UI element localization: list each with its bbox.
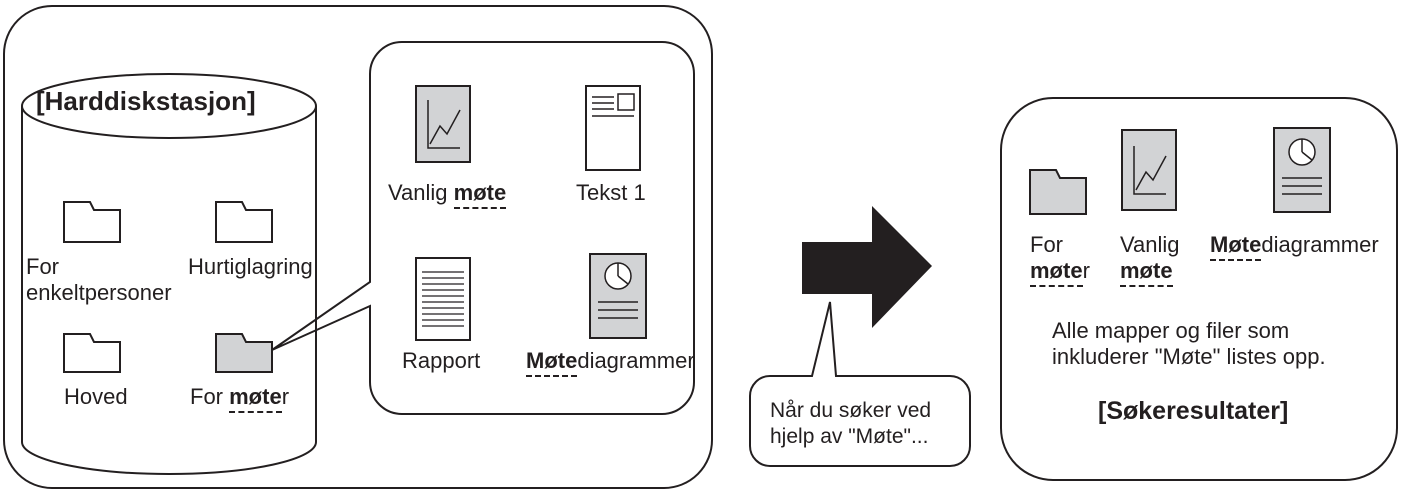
callout-line: hjelp av "Møte"...	[770, 425, 929, 448]
folder-label-quick-storage: Hurtiglagring	[188, 254, 313, 279]
text-file-icon	[585, 85, 641, 171]
search-match-text: møte	[1120, 258, 1173, 287]
folder-icon	[63, 333, 121, 373]
result-label-meeting-diagrams: Møtediagrammer	[1210, 232, 1379, 261]
folder-icon	[63, 201, 121, 243]
result-label-regular-meeting: Vanlig møte	[1120, 232, 1180, 287]
folder-label-main: Hoved	[64, 384, 128, 409]
results-note-line: inkluderer "Møte" listes opp.	[1052, 344, 1326, 369]
file-label-report: Rapport	[402, 348, 481, 373]
folder-label-individuals: For enkeltpersoner	[26, 254, 172, 306]
folder-label-line: For	[26, 254, 59, 279]
folder-icon	[215, 201, 273, 243]
folder-icon-highlighted	[215, 333, 273, 373]
results-note-line: Alle mapper og filer som	[1052, 318, 1290, 343]
label-text: r	[281, 384, 290, 409]
label-text: Vanlig	[1120, 232, 1180, 257]
label-text: r	[1082, 258, 1090, 283]
file-label-meeting-diagrams: Møtediagrammer	[526, 348, 695, 377]
file-label-regular-meeting: Vanlig møte	[388, 180, 507, 209]
label-text: diagrammer	[1261, 232, 1379, 257]
results-title: [Søkeresultater]	[1098, 397, 1289, 425]
label-text: diagrammer	[577, 348, 695, 373]
file-label-text1: Tekst 1	[576, 180, 646, 205]
hard-drive-cylinder	[21, 106, 317, 475]
drive-title: [Harddiskstasjon]	[36, 86, 256, 116]
pie-chart-file-icon	[1273, 127, 1331, 213]
folder-icon-highlighted	[1029, 169, 1087, 215]
search-match-text: møte	[453, 180, 507, 209]
search-match-text: Møte	[1210, 232, 1262, 261]
folder-label-meetings: For møter	[190, 384, 290, 413]
callout-line: Når du søker ved	[770, 399, 932, 422]
pie-chart-file-icon	[589, 253, 647, 339]
report-file-icon	[415, 257, 471, 341]
arrow-right-icon	[802, 206, 932, 328]
callout-bubble	[749, 301, 971, 467]
left-panel-frame	[3, 5, 713, 489]
folder-label-line: enkeltpersoner	[26, 280, 172, 305]
chart-file-icon	[1121, 129, 1177, 211]
label-text: For	[190, 384, 230, 409]
hard-drive-top	[21, 73, 317, 139]
label-text: For	[1030, 232, 1063, 257]
search-match-text: møte	[229, 384, 282, 413]
results-note: Alle mapper og filer som inkluderer "Møt…	[1052, 318, 1326, 370]
results-panel-frame	[1000, 97, 1398, 481]
search-match-text: møte	[1030, 258, 1083, 287]
label-text: Vanlig	[388, 180, 454, 205]
result-label-meetings-folder: For møter	[1030, 232, 1090, 287]
folder-contents-panel	[271, 41, 695, 415]
callout-text: Når du søker ved hjelp av "Møte"...	[770, 398, 931, 450]
chart-file-icon	[415, 85, 471, 163]
search-match-text: Møte	[526, 348, 578, 377]
